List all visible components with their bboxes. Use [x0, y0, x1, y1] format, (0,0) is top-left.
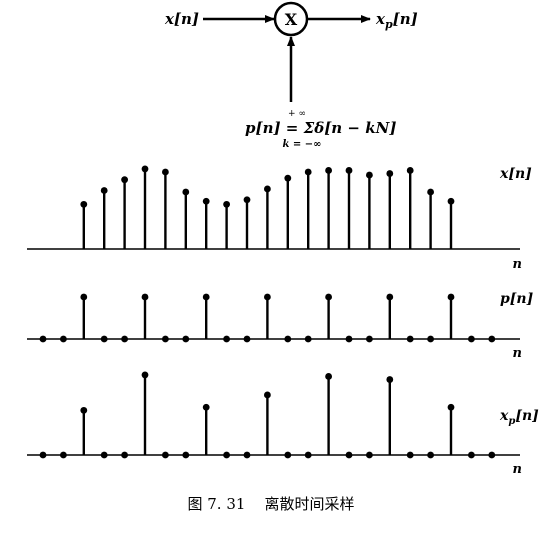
zero-sample-dot [100, 335, 108, 343]
zero-sample-dot [162, 335, 169, 343]
stem-dot [264, 293, 271, 301]
zero-sample-dot [284, 451, 292, 459]
block-diagram: x[n] X xp[n] + ∞ p[n] = Σδ[n − kN] k = −… [164, 1, 418, 150]
stem-dot [427, 188, 434, 196]
series-label: x[n] [499, 166, 532, 182]
stem-dot [325, 293, 332, 301]
stem-dot [386, 293, 394, 301]
stem-dot [345, 167, 353, 174]
stem-dot [264, 391, 271, 399]
stem-dot [100, 187, 108, 194]
stem-dot [325, 167, 332, 174]
stem-dot [386, 170, 394, 177]
zero-sample-dot [182, 335, 190, 343]
zero-sample-dot [60, 335, 67, 343]
zero-sample-dot [304, 335, 312, 343]
stem-dot [304, 168, 312, 176]
multiplier-symbol: X [285, 10, 298, 29]
zero-sample-dot [162, 451, 169, 459]
stem-dot [223, 200, 231, 208]
stem-dot [447, 403, 455, 411]
stem-dot [202, 293, 210, 301]
stem-dot [141, 371, 149, 379]
series-label: xp[n] [499, 408, 539, 427]
stem-dot [80, 293, 88, 301]
stem-dot [80, 200, 88, 208]
plot-x-n: x[n] n [27, 165, 532, 272]
stem-dot [264, 185, 271, 193]
zero-sample-dot [243, 451, 251, 459]
stem-dot [202, 403, 210, 411]
input-signal-label: x[n] [164, 10, 199, 28]
zero-sample-dot [488, 335, 496, 343]
stem-dot [162, 168, 169, 176]
sum-upper-limit: + ∞ [288, 109, 306, 119]
stem-dot [182, 188, 190, 196]
series-label: p[n] [500, 291, 534, 307]
output-signal-label: xp[n] [375, 10, 418, 31]
zero-sample-dot [345, 335, 353, 343]
axis-label-n: n [513, 346, 522, 361]
zero-sample-dot [468, 451, 475, 459]
axis-label-n: n [513, 462, 522, 477]
zero-sample-dot [60, 451, 67, 459]
zero-sample-dot [243, 335, 251, 343]
zero-sample-dot [182, 451, 190, 459]
zero-sample-dot [100, 451, 108, 459]
zero-sample-dot [284, 335, 292, 343]
zero-sample-dot [406, 451, 414, 459]
zero-sample-dot [345, 451, 353, 459]
zero-sample-dot [223, 335, 231, 343]
zero-sample-dot [304, 451, 312, 459]
zero-sample-dot [366, 335, 373, 343]
stem-dot [141, 165, 149, 173]
zero-sample-dot [366, 451, 373, 459]
stem-dot [141, 293, 149, 301]
stem-dot [243, 196, 251, 204]
stem-dot [325, 373, 332, 380]
stem-dot [202, 197, 210, 205]
figure-caption: 图 7. 31 离散时间采样 [187, 495, 354, 513]
impulse-train-expression: p[n] = Σδ[n − kN] [245, 119, 396, 137]
zero-sample-dot [121, 335, 128, 343]
stem-dot [447, 197, 455, 205]
stem-dot [447, 293, 455, 301]
zero-sample-dot [468, 335, 475, 343]
stem-dot [386, 376, 394, 383]
sum-lower-limit: k = −∞ [283, 139, 322, 150]
zero-sample-dot [121, 451, 128, 459]
zero-sample-dot [39, 335, 47, 343]
stem-dot [121, 176, 128, 184]
zero-sample-dot [223, 451, 231, 459]
axis-label-n: n [513, 257, 522, 272]
zero-sample-dot [39, 451, 47, 459]
plot-xp-n: xp[n] n [27, 371, 539, 477]
stem-dot [284, 174, 292, 182]
zero-sample-dot [427, 451, 434, 459]
zero-sample-dot [427, 335, 434, 343]
stem-dot [80, 406, 88, 414]
zero-sample-dot [406, 335, 414, 343]
plot-p-n: p[n] n [27, 291, 534, 361]
zero-sample-dot [488, 451, 496, 459]
stem-dot [406, 167, 414, 174]
stem-dot [366, 171, 373, 179]
